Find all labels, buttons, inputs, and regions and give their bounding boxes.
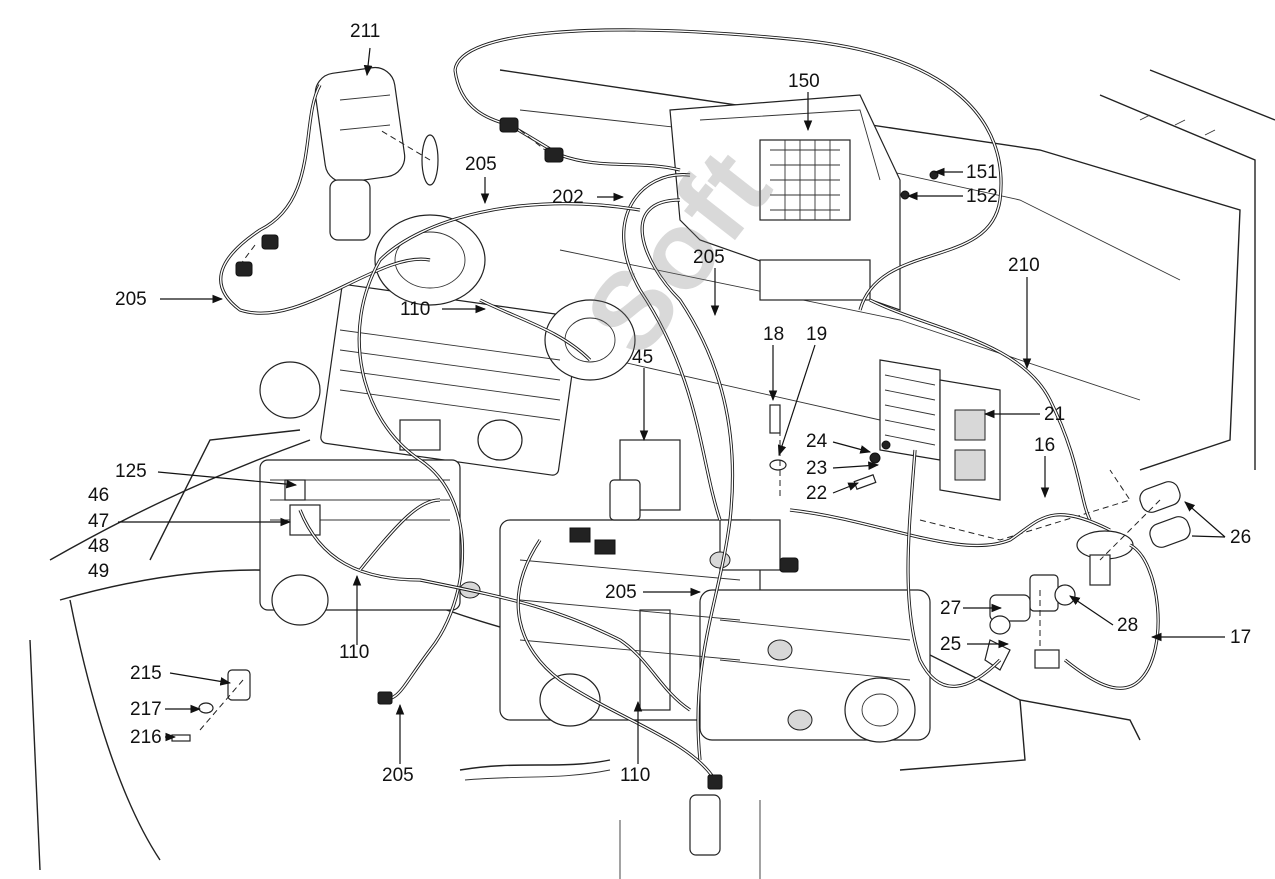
- callout-26: 26: [1230, 527, 1252, 548]
- callout-216: 216: [130, 727, 162, 748]
- relay-box-21: [879, 359, 1131, 541]
- leader-lines: [118, 47, 1226, 764]
- callout-28: 28: [1117, 615, 1139, 636]
- callout-21: 21: [1044, 404, 1066, 425]
- callout-49: 49: [88, 561, 110, 582]
- callout-23: 23: [806, 458, 828, 479]
- callout-110-left: 110: [339, 642, 370, 663]
- callout-217: 217: [130, 699, 162, 720]
- callout-18: 18: [763, 324, 785, 345]
- callout-205-upper-mid: 205: [693, 247, 725, 268]
- callout-19: 19: [806, 324, 828, 345]
- callout-125: 125: [115, 461, 147, 482]
- callout-27: 27: [940, 598, 962, 619]
- heater-unit: [314, 66, 439, 241]
- callout-17: 17: [1230, 627, 1252, 648]
- callout-16: 16: [1034, 435, 1056, 456]
- control-box-150: [669, 94, 901, 311]
- callout-152: 152: [966, 186, 998, 207]
- battery-switch: [984, 481, 1191, 671]
- callout-205-center: 205: [605, 582, 637, 603]
- callout-47: 47: [88, 511, 110, 532]
- callout-202: 202: [552, 187, 584, 208]
- callout-22: 22: [806, 483, 828, 504]
- callout-205-bottom: 205: [382, 765, 414, 786]
- callout-25: 25: [940, 634, 962, 655]
- callout-211: 211: [350, 21, 381, 42]
- callout-24: 24: [806, 431, 828, 452]
- callout-150: 150: [788, 71, 820, 92]
- callout-110-top: 110: [400, 299, 431, 320]
- callout-215: 215: [130, 663, 162, 684]
- callout-46: 46: [88, 485, 110, 506]
- callout-110-bottom: 110: [620, 765, 651, 786]
- callout-210: 210: [1008, 255, 1040, 276]
- wiring-cables: [219, 28, 1160, 856]
- callout-205-top: 205: [465, 154, 497, 175]
- callout-205-left: 205: [115, 289, 147, 310]
- callout-48: 48: [88, 536, 110, 557]
- assembly-lines: [199, 129, 1161, 731]
- callout-151: 151: [966, 162, 998, 183]
- callout-45: 45: [632, 347, 654, 368]
